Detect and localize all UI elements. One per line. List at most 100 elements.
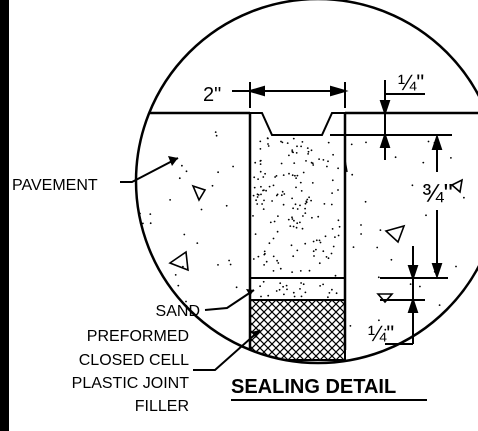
sand-dot: [282, 203, 285, 206]
sand-dot: [300, 282, 302, 284]
aggregate-dot: [185, 300, 187, 303]
sand-dot: [285, 284, 288, 287]
filler-label-line1: PREFORMED: [87, 328, 189, 345]
aggregate-dot: [177, 284, 180, 287]
sand-dot: [318, 239, 321, 242]
aggregate-dot: [217, 171, 220, 174]
sand-dot: [263, 250, 266, 253]
sand-dot: [292, 291, 295, 294]
aggregate-triangles: [168, 178, 464, 304]
sand-dot: [254, 161, 257, 164]
aggregate-dot: [140, 283, 143, 286]
aggregate-dot: [411, 184, 414, 187]
sand-dot: [256, 193, 259, 196]
aggregate-dot: [378, 319, 380, 322]
sand-dot: [278, 288, 281, 291]
sand-dot: [256, 196, 259, 198]
sand-dot: [300, 145, 302, 148]
aggregate-dot: [409, 283, 412, 285]
sand-dot: [259, 170, 262, 173]
sand-dot: [269, 221, 272, 224]
aggregate-dot: [450, 157, 452, 159]
aggregate-dot: [235, 286, 238, 289]
sand-dot: [267, 294, 270, 297]
sand-dot: [306, 147, 309, 150]
aggregate-dot: [379, 229, 382, 232]
sand-dot: [262, 280, 265, 283]
aggregate-dot: [211, 184, 214, 187]
sand-dot: [295, 177, 297, 180]
sand-dot: [324, 235, 327, 238]
sand-dot: [293, 295, 296, 298]
sand-dot: [259, 163, 262, 166]
sand-dot: [259, 148, 262, 150]
aggregate-dot: [174, 274, 177, 276]
sand-dot: [322, 283, 324, 286]
aggregate-dot: [384, 328, 387, 331]
sand-dot: [322, 250, 325, 253]
sand-dot: [291, 149, 294, 152]
sand-dot: [275, 290, 278, 292]
quarter-top-label: ¼": [398, 70, 424, 95]
sand-dot: [271, 200, 273, 202]
aggregate-dot: [217, 264, 219, 266]
sand-dot: [334, 236, 336, 239]
sealant-profile: [250, 112, 345, 136]
aggregate-dot: [185, 170, 188, 173]
sand-dot: [263, 199, 265, 202]
aggregate-dot: [438, 304, 441, 306]
sand-dot: [305, 160, 307, 162]
aggregate-dot: [214, 131, 217, 134]
sand-dot: [306, 198, 309, 201]
sand-dot: [268, 185, 271, 188]
sand-dot: [277, 262, 280, 264]
sand-dot: [332, 153, 334, 156]
sand-dot: [322, 159, 325, 161]
sand-dot: [302, 171, 305, 174]
sand-dot: [272, 270, 275, 272]
three-quarter-dimension: [431, 133, 443, 280]
sand-dot: [311, 182, 314, 184]
sand-dot: [315, 239, 318, 242]
sand-dot: [300, 190, 303, 192]
sand-dot: [307, 150, 310, 153]
sand-dot: [313, 255, 315, 257]
sand-dot: [302, 283, 305, 286]
sand-dot: [327, 257, 330, 260]
aggregate-dot: [394, 156, 397, 159]
sand-dot: [331, 228, 334, 230]
sand-dot: [292, 225, 295, 228]
sand-dot: [305, 200, 308, 203]
sand-dot: [267, 145, 270, 147]
leaders: [120, 157, 261, 371]
filler-label-line4: FILLER: [135, 398, 189, 415]
left-border: [0, 0, 9, 431]
aggregate-dot: [455, 265, 457, 268]
sand-dot: [291, 271, 293, 273]
sand-dot: [296, 222, 299, 225]
sand-dot: [331, 192, 333, 195]
sand-dot: [291, 174, 294, 177]
sand-dot: [296, 208, 299, 210]
sand-dot: [325, 256, 328, 258]
sand-dot: [259, 140, 262, 143]
sand-dot: [283, 293, 285, 296]
sand-dot: [262, 189, 264, 192]
sand-dot: [286, 288, 288, 291]
sand-dot: [282, 174, 285, 177]
sand-dot: [300, 295, 303, 298]
aggregate-dot: [178, 177, 181, 180]
pavement-label: PAVEMENT: [12, 177, 98, 194]
sand-dot: [312, 240, 315, 243]
width-label: 2": [203, 84, 221, 106]
sand-dot: [282, 285, 284, 288]
sand-dot: [330, 203, 333, 206]
sand-dot: [296, 174, 299, 177]
aggregate-dot: [352, 246, 355, 249]
aggregate-dot: [232, 165, 235, 168]
sand-dot: [279, 282, 282, 285]
sand-dot: [256, 203, 259, 205]
sand-dot: [299, 221, 301, 224]
aggregate-dot: [149, 222, 152, 225]
